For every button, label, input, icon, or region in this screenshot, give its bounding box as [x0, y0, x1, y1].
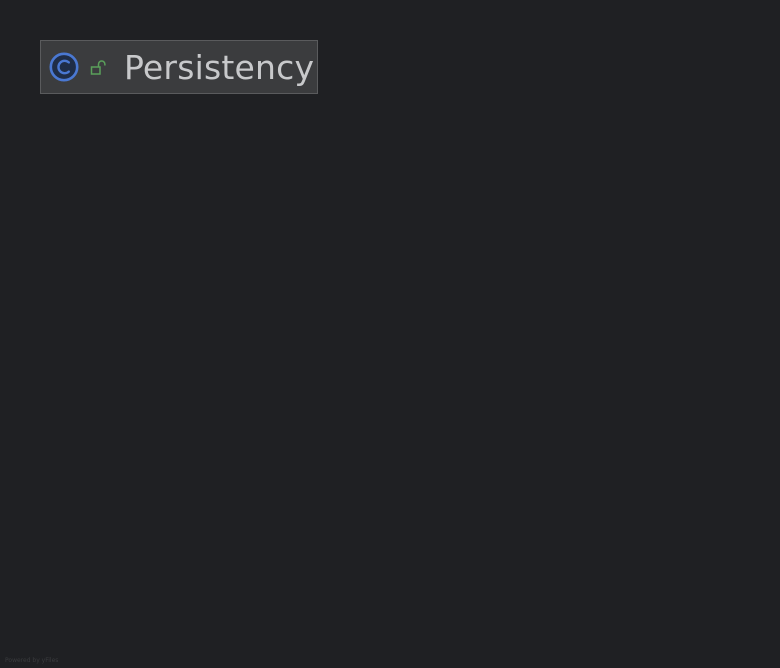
node-label: Persistency — [124, 48, 315, 87]
footer-text: Powered by yFiles — [5, 657, 59, 664]
class-node-persistency[interactable]: Persistency — [40, 40, 318, 94]
class-icon — [49, 52, 79, 82]
unlock-icon — [90, 60, 106, 75]
